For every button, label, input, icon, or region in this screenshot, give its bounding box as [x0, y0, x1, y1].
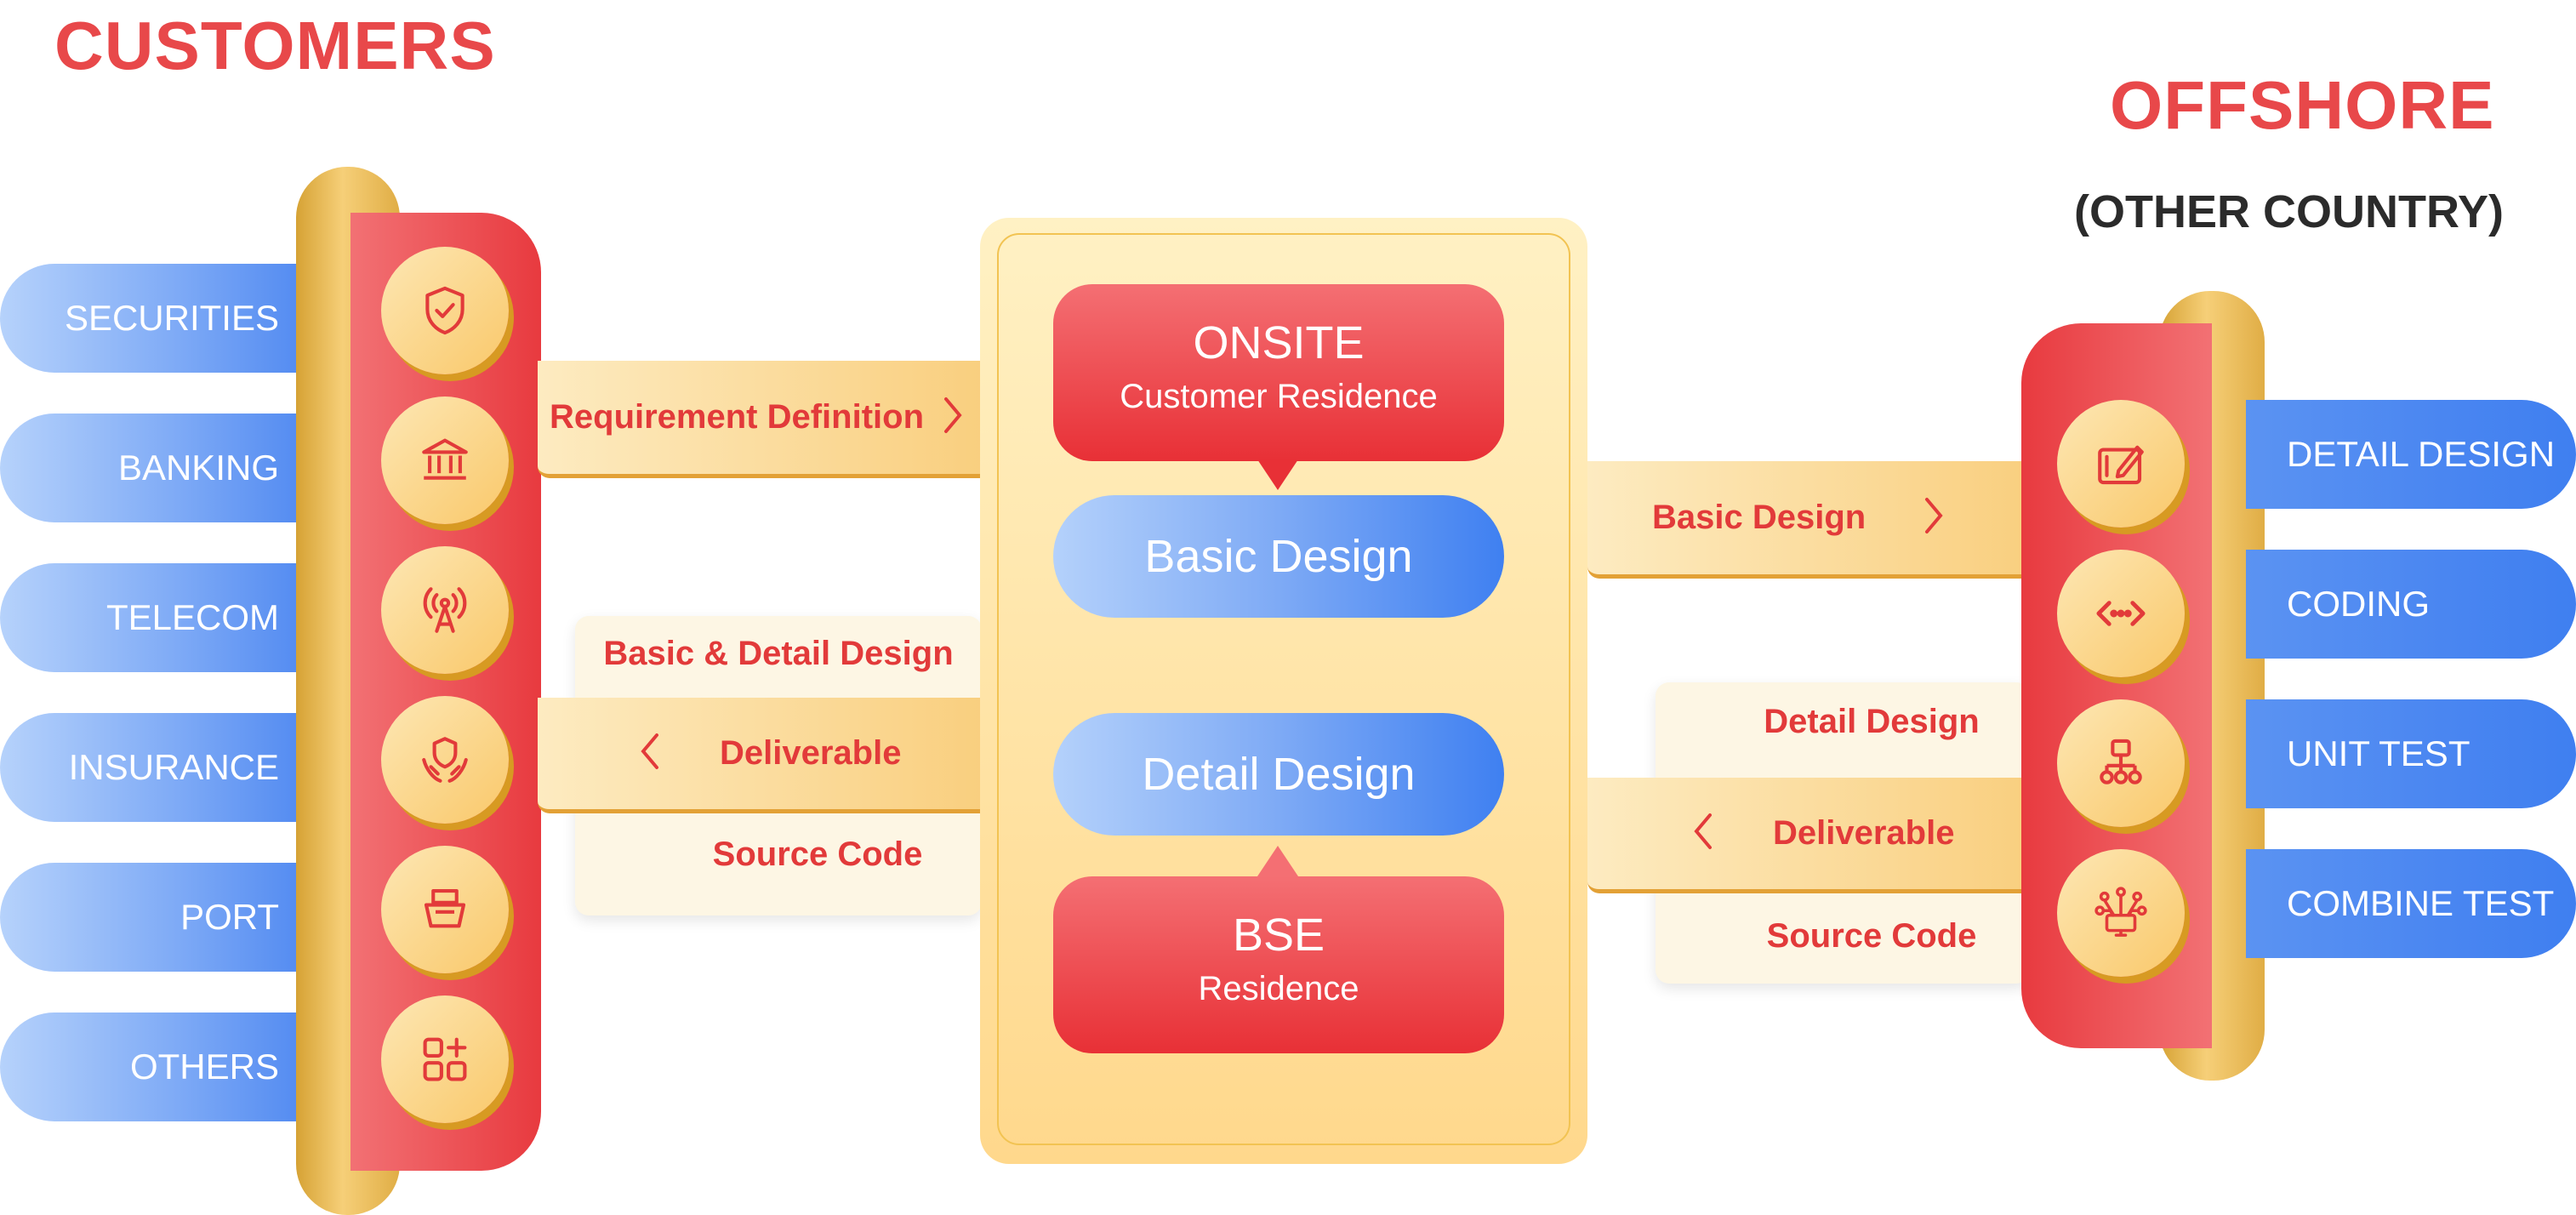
hands-shield-icon: [381, 696, 509, 824]
sector-telecom: TELECOM: [0, 563, 323, 672]
task-combine-test: COMBINE TEST: [2246, 849, 2576, 958]
task-label: CODING: [2287, 584, 2430, 624]
left-deliverable-bar: Deliverable: [538, 698, 982, 813]
right-basic-design-label: Basic Design: [1652, 499, 1866, 536]
sector-insurance: INSURANCE: [0, 713, 323, 822]
sector-label: PORT: [180, 897, 279, 937]
bank-icon: [381, 396, 509, 524]
task-unit-test: UNIT TEST: [2246, 699, 2576, 808]
sector-securities: SECURITIES: [0, 264, 323, 373]
network-monitor-icon: [2057, 849, 2185, 977]
sector-label: TELECOM: [105, 597, 279, 637]
bse-pointer: [1257, 846, 1298, 876]
drawing-tablet-icon: [2057, 400, 2185, 528]
detail-design-label: Detail Design: [1142, 749, 1416, 800]
apps-plus-icon: [381, 995, 509, 1123]
sector-label: SECURITIES: [64, 298, 279, 338]
task-detail-design: DETAIL DESIGN: [2246, 400, 2576, 509]
left-deliverable-label: Deliverable: [720, 734, 902, 772]
offshore-title: OFFSHORE: [2110, 67, 2495, 143]
onsite-title: ONSITE: [1193, 317, 1365, 368]
chevron-left-icon: [638, 732, 662, 775]
sector-label: OTHERS: [129, 1047, 279, 1087]
right-deliverable-top-label: Detail Design: [1764, 703, 1980, 740]
chevron-right-icon: [941, 396, 965, 439]
right-basic-design-bar: Basic Design: [1587, 461, 2030, 579]
basic-design-label: Basic Design: [1144, 531, 1413, 582]
bse-box: BSE Residence: [1053, 876, 1504, 1053]
left-deliverable-top-label: Basic & Detail Design: [603, 635, 954, 672]
task-coding: CODING: [2246, 550, 2576, 659]
onsite-box: ONSITE Customer Residence: [1053, 284, 1504, 461]
antenna-icon: [381, 546, 509, 674]
right-deliverable-label: Deliverable: [1773, 814, 1955, 852]
bse-title: BSE: [1232, 910, 1325, 961]
task-label: UNIT TEST: [2287, 733, 2471, 773]
code-icon: [2057, 550, 2185, 677]
task-label: COMBINE TEST: [2287, 883, 2555, 923]
sector-port: PORT: [0, 863, 323, 972]
detail-design-pill: Detail Design: [1053, 713, 1504, 836]
ship-icon: [381, 846, 509, 973]
onsite-subtitle: Customer Residence: [1120, 378, 1438, 415]
customers-title: CUSTOMERS: [54, 8, 496, 83]
task-label: DETAIL DESIGN: [2287, 434, 2556, 474]
right-deliverable-bar: Deliverable: [1587, 778, 2030, 893]
basic-design-pill: Basic Design: [1053, 495, 1504, 618]
hierarchy-icon: [2057, 699, 2185, 827]
requirement-definition-label: Requirement Definition: [550, 398, 925, 436]
sector-label: INSURANCE: [68, 747, 279, 787]
offshore-subtitle: (OTHER COUNTRY): [2074, 186, 2504, 237]
requirement-definition-bar: Requirement Definition: [538, 361, 982, 478]
sector-banking: BANKING: [0, 414, 323, 522]
sector-others: OTHERS: [0, 1012, 323, 1121]
central-panel-border: [997, 233, 1570, 1145]
left-deliverable-bottom-label: Source Code: [712, 836, 923, 873]
onsite-pointer: [1257, 459, 1298, 490]
sector-label: BANKING: [117, 448, 279, 488]
chevron-right-icon: [1922, 496, 1946, 539]
right-deliverable-bottom-label: Source Code: [1766, 917, 1977, 955]
bse-subtitle: Residence: [1198, 970, 1359, 1007]
chevron-left-icon: [1691, 812, 1715, 855]
shield-check-icon: [381, 247, 509, 374]
